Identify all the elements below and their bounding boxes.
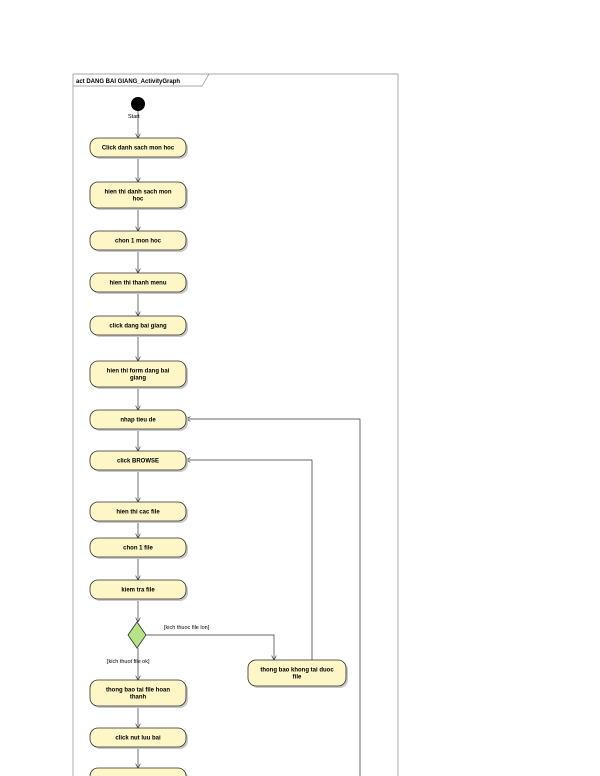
- action-node-box: [89, 767, 187, 776]
- action-node-label: chon 1 mon hoc: [115, 239, 162, 245]
- action-node-label: thong bao tai file hoan: [106, 688, 170, 694]
- action-node-label: hoc: [133, 197, 144, 203]
- action-node-label: hien thi thanh menu: [110, 281, 167, 287]
- activity-frame: [72, 73, 399, 776]
- action-node-label: chon 1 file: [123, 546, 153, 552]
- action-node: click BROWSE: [89, 450, 188, 472]
- action-node-box: [89, 230, 187, 251]
- action-node: click nut luu bai: [89, 727, 188, 749]
- action-nodes: Click danh sach mon hoc hien thi danh sac…: [89, 137, 348, 776]
- action-node-label: hien thi form dang bai: [107, 369, 170, 375]
- guard-file-ok: [kich thuot file ok]: [107, 659, 150, 665]
- action-node-box: [89, 272, 187, 293]
- action-node-label: nhap tieu de: [120, 418, 156, 424]
- frame-label: act DANG BAI GIANG_ActivityGraph: [76, 79, 180, 85]
- control-flow: [186, 460, 313, 660]
- action-node: click dang bai giang: [89, 315, 188, 337]
- start-node: [131, 97, 145, 111]
- action-node-label: click BROWSE: [117, 459, 159, 465]
- action-node: Click danh sach mon hoc: [89, 137, 188, 159]
- action-node: chon 1 file: [89, 537, 188, 559]
- action-node-label: hien thi cac file: [116, 510, 160, 516]
- decision-node: [127, 621, 147, 649]
- action-node-box: [89, 315, 187, 336]
- action-node: hien thi thanh menu: [89, 272, 188, 294]
- action-node-box: [247, 659, 347, 687]
- action-node-box: [89, 409, 187, 430]
- action-node: [89, 767, 188, 776]
- start-label: Start: [128, 114, 140, 120]
- action-node-label: Click danh sach mon hoc: [102, 146, 175, 152]
- action-node-box: [89, 450, 187, 471]
- action-node-box: [89, 579, 187, 600]
- action-node: hien thi cac file: [89, 501, 188, 523]
- action-node-box: [89, 360, 187, 388]
- control-flow: [146, 634, 274, 660]
- action-node-box: [89, 501, 187, 522]
- action-node: nhap tieu de: [89, 409, 188, 431]
- action-node: chon 1 mon hoc: [89, 230, 188, 252]
- action-node-box: [89, 181, 187, 209]
- control-flow: [186, 419, 361, 776]
- frame-label-tab: [73, 73, 210, 87]
- action-node-label: file: [293, 675, 302, 681]
- action-node-label: thanh: [130, 695, 147, 701]
- action-node-box: [89, 679, 187, 707]
- action-node-label: giang: [130, 376, 146, 382]
- action-node-box: [89, 137, 187, 158]
- action-node-label: hien thi danh sach mon: [104, 190, 171, 196]
- guard-large-file: [kich thuoc file lon]: [164, 625, 210, 631]
- action-node-box: [89, 727, 187, 748]
- action-node: kiem tra file: [89, 579, 188, 601]
- action-node-box: [89, 537, 187, 558]
- action-node-label: click nut luu bai: [115, 736, 161, 742]
- action-node-label: thong bao khong tai duoc: [260, 668, 334, 674]
- action-node-label: kiem tra file: [121, 588, 155, 594]
- action-node-label: click dang bai giang: [109, 324, 167, 330]
- control-flows: [138, 111, 361, 776]
